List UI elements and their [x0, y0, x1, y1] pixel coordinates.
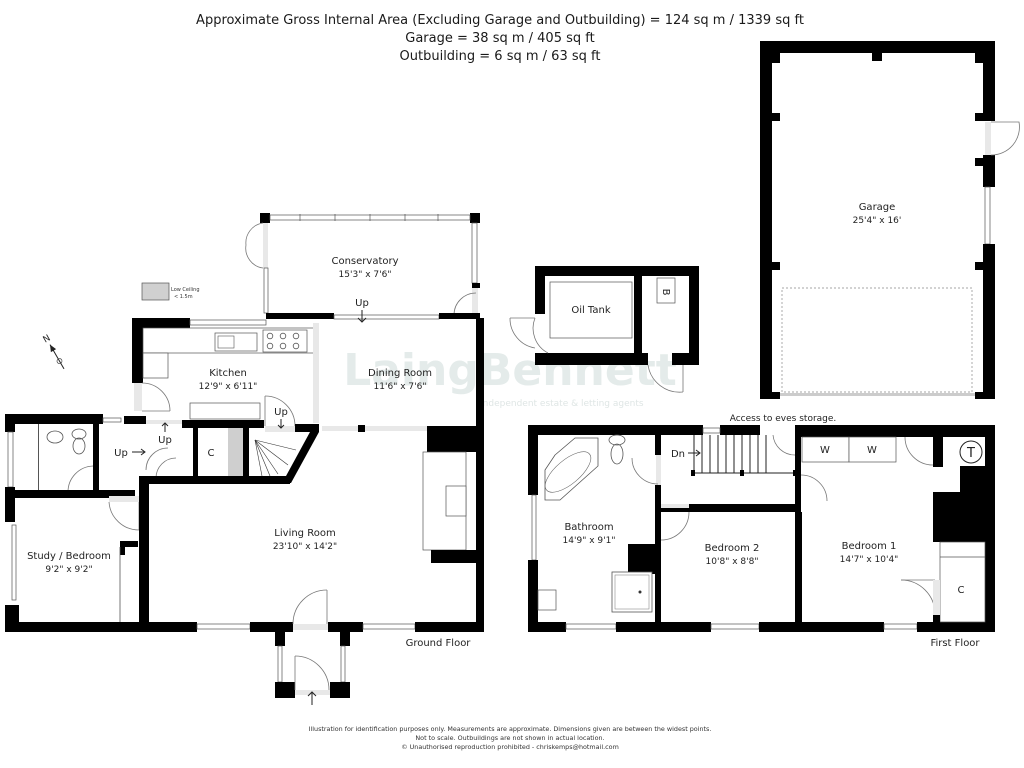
first-floor: Access to eves storage. [528, 414, 995, 649]
wc [5, 414, 135, 522]
basin-icon [46, 430, 64, 444]
disclaimer-line-2: Not to scale. Outbuildings are not shown… [415, 734, 605, 742]
hall-up-label: Up [158, 435, 172, 446]
disclaimer: Illustration for identification purposes… [260, 725, 760, 752]
disclaimer-line-3: © Unauthorised reproduction prohibited -… [401, 743, 619, 751]
garage-name: Garage [859, 202, 896, 213]
landing: Dn [660, 427, 801, 541]
oil-tank-icon [549, 281, 633, 339]
ground-floor-label: Ground Floor [406, 638, 472, 649]
stairs-down-label: Dn [671, 449, 685, 460]
living-room: Living Room 23'10" x 14'2" Ground Floor [196, 451, 484, 705]
boiler-icon [656, 277, 676, 304]
hall-up-arrow-label: Up [114, 448, 128, 459]
wardrobe-2-label: W [867, 445, 877, 456]
first-floor-label: First Floor [930, 638, 980, 649]
hallway: C Up Up Up [114, 395, 319, 484]
stairs-up-label: Up [274, 407, 288, 418]
bedroom1-name: Bedroom 1 [842, 541, 897, 552]
conservatory-dims: 15'3" x 7'6" [339, 270, 392, 280]
bedroom-1: W W T C Bedroom 1 14'7" x 10'4" [800, 436, 986, 623]
stairs-icon [691, 435, 796, 474]
bathroom: Bathroom 14'9" x 9'1" [537, 434, 661, 622]
conservatory-name: Conservatory [331, 256, 398, 267]
arrow-down-icon [357, 310, 367, 323]
bedroom2-name: Bedroom 2 [705, 543, 760, 554]
dining-dims: 11'6" x 7'6" [374, 382, 427, 392]
vehicle-area [781, 287, 973, 393]
north-compass-icon: N [42, 333, 65, 370]
bathroom-dims: 14'9" x 9'1" [563, 536, 616, 546]
garage-area: Garage = 38 sq m / 405 sq ft [405, 31, 595, 46]
dining-name: Dining Room [368, 368, 432, 379]
cupboard-label: C [208, 448, 215, 459]
bedroom2-dims: 10'8" x 8'8" [706, 557, 759, 567]
wardrobe-icon [848, 436, 897, 463]
bedroom1-dims: 14'7" x 10'4" [840, 555, 899, 565]
sink-icon [214, 332, 258, 352]
svg-text:N: N [42, 333, 53, 345]
hob-icon [262, 329, 308, 353]
bathroom-name: Bathroom [564, 522, 613, 533]
outbuilding: Oil Tank B [509, 266, 699, 393]
low-ceiling-value: < 1.5m [174, 294, 193, 300]
low-ceiling-legend: Low Ceiling < 1.5m [141, 282, 200, 301]
toilet-icon [71, 428, 87, 440]
ground-floor: Conservatory 15'3" x 7'6" Up Kitchen 12'… [5, 213, 484, 705]
arrow-up-icon [161, 422, 169, 432]
eaves-storage-note: Access to eves storage. [730, 414, 837, 424]
study-dims: 9'2" x 9'2" [45, 565, 92, 575]
wardrobe-icon [801, 436, 850, 463]
tank-label: T [966, 446, 975, 461]
basin-icon [537, 589, 557, 611]
garage-dims: 25'4" x 16' [853, 216, 902, 226]
toilet-icon [608, 434, 626, 446]
garage: Garage 25'4" x 16' [760, 41, 1020, 399]
bath-icon [544, 437, 599, 501]
disclaimer-line-1: Illustration for identification purposes… [308, 725, 712, 733]
conservatory-up-label: Up [355, 298, 369, 309]
bedroom1-cupboard-label: C [958, 585, 965, 596]
conservatory: Conservatory 15'3" x 7'6" Up [245, 213, 480, 323]
oil-tank-label: Oil Tank [571, 305, 611, 316]
low-ceiling-area [228, 428, 243, 478]
arrow-down-icon [277, 419, 285, 429]
arrow-right-icon [132, 448, 146, 456]
dining-room: Dining Room 11'6" x 7'6" [322, 318, 484, 628]
study-name: Study / Bedroom [27, 551, 111, 562]
low-ceiling-label: Low Ceiling [171, 287, 200, 293]
arrow-right-icon [688, 449, 701, 457]
boiler-label: B [660, 289, 671, 296]
shower-icon [611, 571, 653, 613]
entrance-arrow-icon [307, 691, 317, 705]
living-dims: 23'10" x 14'2" [273, 542, 337, 552]
kitchen-dims: 12'9" x 6'11" [199, 382, 258, 392]
low-ceiling-swatch [141, 282, 170, 301]
wardrobe-1-label: W [820, 445, 830, 456]
kitchen: Kitchen 12'9" x 6'11" [132, 318, 319, 423]
bedroom-2: Bedroom 2 10'8" x 8'8" [705, 512, 802, 622]
outbuilding-area: Outbuilding = 6 sq m / 63 sq ft [399, 49, 601, 64]
study-bedroom: Study / Bedroom 9'2" x 9'2" [5, 476, 197, 632]
kitchen-name: Kitchen [209, 368, 247, 379]
watermark-tagline: Independent estate & letting agents [480, 399, 644, 409]
stairs-icon [254, 439, 297, 477]
living-name: Living Room [274, 528, 335, 539]
area-summary: Approximate Gross Internal Area (Excludi… [0, 12, 1000, 66]
gross-internal-area: Approximate Gross Internal Area (Excludi… [196, 13, 804, 28]
tank-icon [959, 440, 983, 464]
